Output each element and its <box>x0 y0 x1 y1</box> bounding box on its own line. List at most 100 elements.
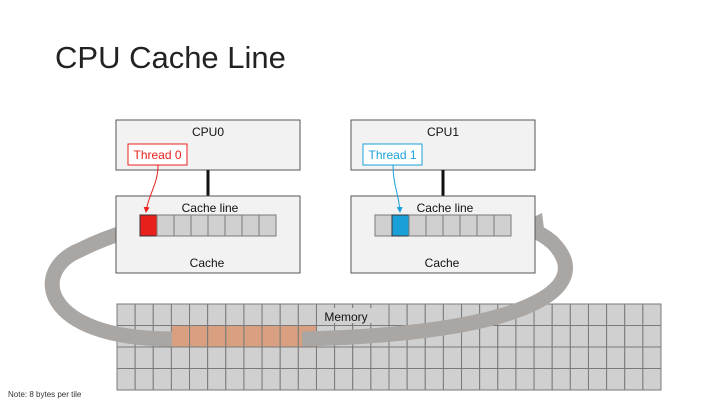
slide-title: CPU Cache Line <box>55 40 286 75</box>
memory-tile <box>515 325 535 348</box>
memory-tile <box>606 346 626 369</box>
memory-tile <box>189 303 209 326</box>
memory-tile <box>352 346 372 369</box>
memory-highlight-tile <box>279 325 299 348</box>
memory-tile <box>334 346 354 369</box>
memory-tile <box>624 303 644 326</box>
memory-tile <box>479 346 499 369</box>
memory-tile <box>406 303 426 326</box>
memory-tile <box>606 303 626 326</box>
memory-highlight-tile <box>189 325 209 348</box>
memory-tile <box>551 303 571 326</box>
memory-tile <box>424 346 444 369</box>
memory-tile <box>152 303 172 326</box>
memory-tile <box>569 368 589 391</box>
memory-tile <box>352 368 372 391</box>
cache-line0-active-tile <box>139 214 158 237</box>
memory-tile <box>152 368 172 391</box>
memory-tile <box>533 368 553 391</box>
memory-tile <box>207 346 227 369</box>
memory-tile <box>587 346 608 369</box>
memory-tile <box>243 346 263 369</box>
memory-tile <box>624 368 644 391</box>
memory-tile <box>551 368 571 391</box>
memory-tile <box>370 368 390 391</box>
memory-tile <box>370 346 390 369</box>
cache-line1-label: Cache line <box>417 201 474 215</box>
cache-line0-tiles <box>139 214 277 237</box>
memory-tile <box>261 368 281 391</box>
cache-line1-active-tile <box>391 214 410 237</box>
cache-line0-tile <box>173 214 192 237</box>
memory-highlight-tile <box>243 325 263 348</box>
memory-tile <box>606 325 626 348</box>
cache-line1-tiles <box>374 214 512 237</box>
memory-tile <box>406 346 426 369</box>
memory-tile <box>243 303 263 326</box>
cache-line1-tile <box>374 214 393 237</box>
memory-tile <box>207 368 227 391</box>
memory-tile <box>642 346 662 369</box>
memory-tile <box>442 346 463 369</box>
memory-tile <box>243 368 263 391</box>
memory-tile <box>116 303 136 326</box>
cpu1-label: CPU1 <box>427 125 459 139</box>
cache-line0-label: Cache line <box>182 201 239 215</box>
memory-tile <box>424 368 444 391</box>
cpu0-group: CPU0 Thread 0 Cache line Cache <box>115 119 301 274</box>
memory-tile <box>152 346 172 369</box>
cache1-label: Cache <box>425 256 460 270</box>
thread1-label: Thread 1 <box>368 148 416 162</box>
memory-tile <box>334 368 354 391</box>
memory-tile <box>497 325 517 348</box>
memory-tile <box>388 346 408 369</box>
cpu1-group: CPU1 Thread 1 Cache line Cache <box>350 119 536 274</box>
memory-tile <box>279 303 299 326</box>
memory-tile <box>569 303 589 326</box>
memory-tile <box>569 325 589 348</box>
memory-tile <box>587 303 608 326</box>
memory-tile <box>170 368 191 391</box>
memory-tile <box>207 303 227 326</box>
memory-tile <box>261 346 281 369</box>
memory-tile <box>170 303 191 326</box>
memory-tile <box>406 368 426 391</box>
memory-tile <box>642 303 662 326</box>
memory-label-backdrop <box>318 308 374 323</box>
memory-highlight-tile <box>170 325 191 348</box>
memory-tile <box>315 346 336 369</box>
memory-tile <box>297 368 317 391</box>
cache-line0-tile <box>258 214 277 237</box>
memory-grid <box>116 303 662 391</box>
memory-tile <box>442 368 463 391</box>
cache-line0-tile <box>190 214 209 237</box>
memory-tile <box>533 325 553 348</box>
memory-tile <box>134 346 154 369</box>
memory-tile <box>170 346 191 369</box>
memory-tile <box>225 303 245 326</box>
memory-tile <box>551 325 571 348</box>
footnote: Note: 8 bytes per tile <box>8 390 82 399</box>
cache-line1-tile <box>425 214 444 237</box>
memory-tile <box>461 346 481 369</box>
thread1-pointer <box>392 164 403 213</box>
memory-tile <box>261 303 281 326</box>
cache-line1-tile <box>476 214 495 237</box>
memory-tile <box>134 368 154 391</box>
memory-tile <box>624 325 644 348</box>
cpu0-label: CPU0 <box>192 125 224 139</box>
thread0-pointer <box>143 164 159 213</box>
cache-line1-tile <box>493 214 512 237</box>
memory-tile <box>642 368 662 391</box>
cache-line0-tile <box>207 214 226 237</box>
memory-tile <box>497 346 517 369</box>
cache-line0-tile <box>224 214 243 237</box>
memory-tile <box>461 368 481 391</box>
cache-line0-tile <box>241 214 260 237</box>
memory-tile <box>388 368 408 391</box>
memory-tile <box>606 368 626 391</box>
memory-label: Memory <box>324 310 367 324</box>
cache-line1-tile <box>442 214 461 237</box>
memory-tile <box>297 303 317 326</box>
